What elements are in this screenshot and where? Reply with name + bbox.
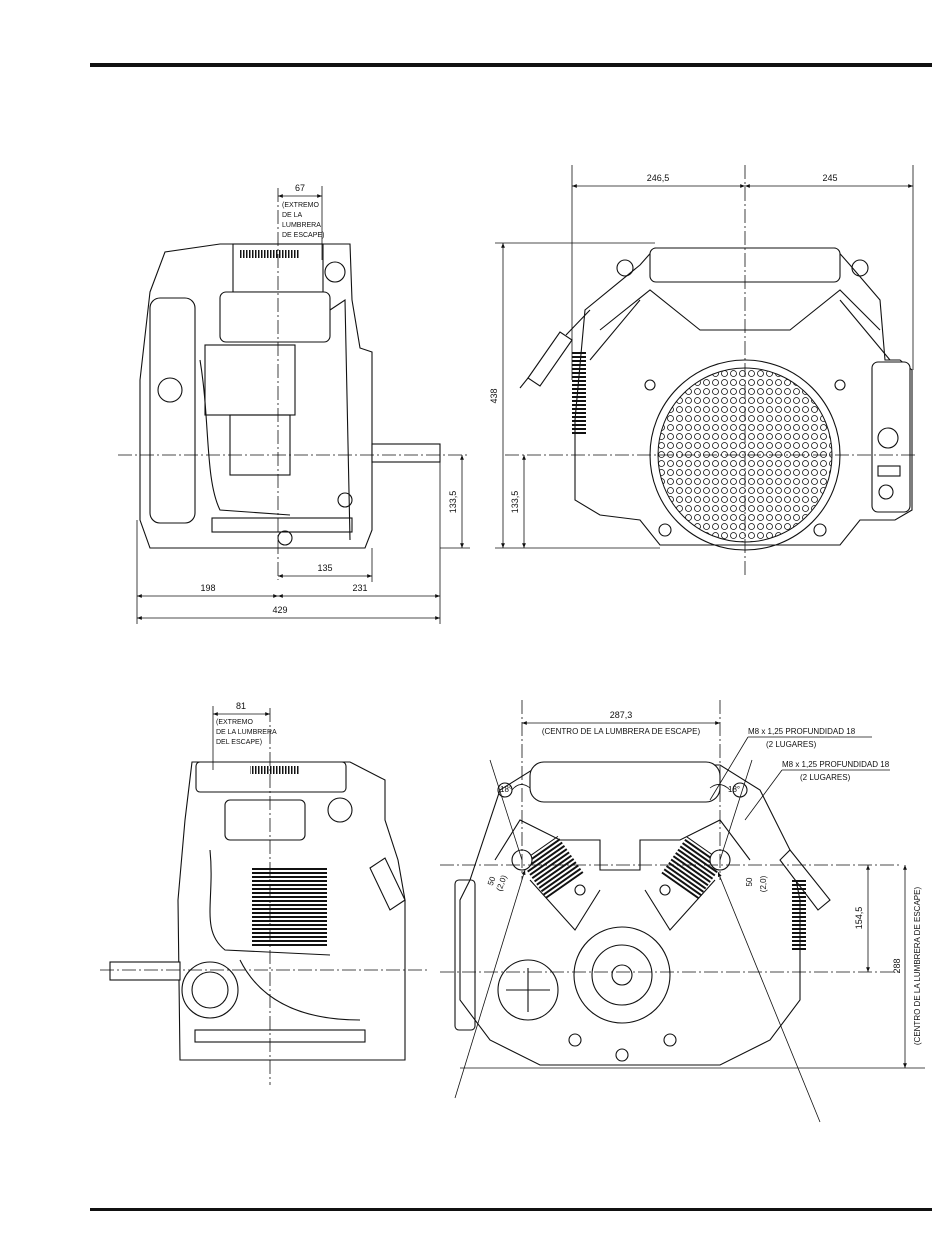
angle-left: 18°	[500, 785, 512, 794]
dim-front-total-height: 438	[489, 388, 499, 403]
dim-exhaust-offset: 67	[295, 183, 305, 193]
side-view-top: 67 (EXTREMO DE LA LUMBRERA DE ESCAPE) 13…	[118, 183, 470, 624]
header-rule	[90, 63, 932, 67]
dim-total-height-rear: 288	[892, 958, 902, 973]
thread-spec-left: M8 x 1,25 PROFUNDIDAD 18	[748, 727, 856, 736]
dim-left-width: 198	[200, 583, 215, 593]
exhaust-note-2: DE LA	[282, 212, 303, 219]
footer-rule	[90, 1208, 932, 1211]
dim-total-height-note: (CENTRO DE LA LUMBRERA DE ESCAPE)	[913, 887, 922, 1046]
dim-shaft-height: 133,5	[448, 491, 458, 514]
angle-right: 18°	[728, 785, 740, 794]
dim-port-height: 154,5	[854, 907, 864, 930]
exhaust-note-bottom-2: DE LA LUMBRERA	[216, 729, 277, 736]
dim-total-width: 429	[272, 605, 287, 615]
hole-right-b: (2,0)	[759, 875, 768, 892]
rear-view-bottom: 287,3 (CENTRO DE LA LUMBRERA DE ESCAPE) …	[440, 700, 925, 1123]
hole-left-b: (2,0)	[495, 874, 509, 893]
dim-shaft-offset: 135	[317, 563, 332, 573]
dim-front-shaft-height: 133,5	[510, 491, 520, 514]
dim-port-spacing: 287,3	[610, 710, 633, 720]
exhaust-note-bottom-1: (EXTREMO	[216, 719, 254, 726]
dim-exhaust-offset-bottom: 81	[236, 701, 246, 711]
thread-spec-right: M8 x 1,25 PROFUNDIDAD 18	[782, 760, 890, 769]
dim-front-left-width: 246,5	[647, 173, 670, 183]
exhaust-note-4: DE ESCAPE)	[282, 232, 324, 239]
side-view-bottom: 81 (EXTREMO DE LA LUMBRERA DEL ESCAPE)	[100, 701, 430, 1085]
front-view-top: 246,5 245 438 133,5	[489, 165, 915, 575]
exhaust-note-1: (EXTREMO	[282, 202, 320, 209]
thread-qty-right: (2 LUGARES)	[800, 773, 851, 782]
dim-right-width: 231	[352, 583, 367, 593]
dim-front-right-width: 245	[822, 173, 837, 183]
hole-left-a: 50	[486, 875, 498, 887]
dim-port-spacing-note: (CENTRO DE LA LUMBRERA DE ESCAPE)	[542, 727, 701, 736]
exhaust-note-3: LUMBRERA	[282, 222, 321, 229]
exhaust-note-bottom-3: DEL ESCAPE)	[216, 739, 262, 746]
hole-right-a: 50	[745, 877, 754, 886]
thread-qty-left: (2 LUGARES)	[766, 740, 817, 749]
